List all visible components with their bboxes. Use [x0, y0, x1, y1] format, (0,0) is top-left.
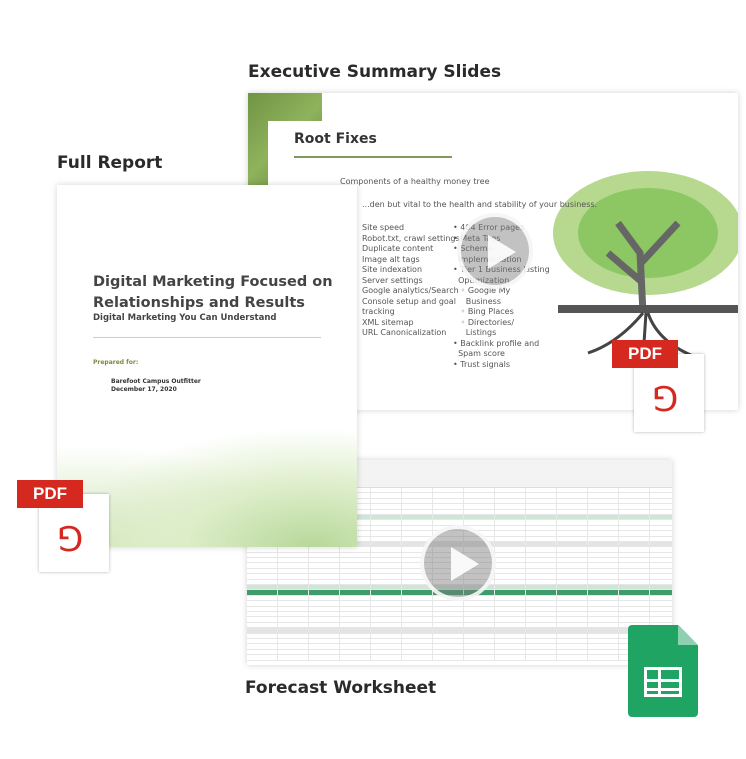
- money-tree-icon: [553, 171, 738, 360]
- sheet-row: [247, 601, 672, 607]
- slide-right-item: Business: [453, 296, 501, 306]
- slide-right-item: • Trust signals: [453, 359, 511, 369]
- report-divider: [93, 337, 321, 338]
- sheet-row: [247, 633, 672, 639]
- sheet-row: [247, 638, 672, 645]
- sheet-row: [247, 606, 672, 612]
- slide-subtitle: Components of a healthy money tree: [340, 177, 490, 186]
- slides-preview[interactable]: Root Fixes Components of a healthy money…: [248, 93, 738, 410]
- slide-right-item: Listings: [453, 328, 497, 337]
- prepared-label: Prepared for:: [93, 359, 139, 366]
- sheet-row: [247, 649, 672, 656]
- slide-left-item: tracking: [362, 307, 395, 316]
- caption-worksheet: Forecast Worksheet: [245, 678, 437, 698]
- sheet-row: [247, 493, 672, 499]
- caption-report: Full Report: [57, 153, 163, 173]
- slide-left-item: Robot.txt, crawl settings: [362, 233, 460, 243]
- sheet-row: [247, 628, 672, 634]
- report-subtitle: Digital Marketing You Can Understand: [93, 313, 277, 323]
- worksheet-preview[interactable]: [247, 460, 672, 665]
- sheet-row: [247, 611, 672, 618]
- sheet-row: [247, 644, 672, 650]
- slide-right-item: • Backlink profile and: [453, 338, 540, 348]
- sheet-row: [247, 509, 672, 515]
- slide-left-item: Image alt tags: [362, 254, 420, 264]
- pdf-icon-slides: PDF⅁: [612, 340, 706, 432]
- play-button-slides[interactable]: [457, 213, 533, 289]
- slide-left-item: URL Canonicalization: [362, 328, 447, 337]
- slide-left-item: Duplicate content: [362, 244, 434, 253]
- play-button-worksheet[interactable]: [420, 525, 496, 601]
- sheet-row: [247, 622, 672, 629]
- slide-intro: ...den but vital to the health and stabi…: [362, 200, 598, 209]
- sheet-row: [247, 488, 672, 494]
- slide-left-item: Google analytics/Search: [362, 286, 459, 295]
- slide-right-item: ◦ Google My: [453, 286, 511, 295]
- sheet-row: [247, 514, 672, 521]
- slide-title: Root Fixes: [294, 131, 377, 147]
- sheet-row: [247, 498, 672, 505]
- sheet-row: [247, 617, 672, 623]
- slide-right-item: ◦ Bing Places: [453, 307, 514, 316]
- slide-right-item: Spam score: [453, 349, 505, 358]
- caption-slides: Executive Summary Slides: [248, 62, 502, 82]
- slide-left-item: Console setup and goal: [362, 296, 456, 306]
- google-sheets-icon: [628, 625, 698, 717]
- slide-left-item: Server settings: [362, 275, 423, 285]
- slide-left-item: XML sitemap: [362, 317, 414, 327]
- slide-left-item: Site indexation: [362, 265, 423, 274]
- slide-left-item: Site speed: [362, 223, 405, 232]
- slide-divider: [294, 156, 452, 158]
- sheet-row: [247, 504, 672, 510]
- slide-right-item: ◦ Directories/: [453, 317, 515, 327]
- pdf-icon-report: PDF⅁: [17, 480, 111, 572]
- sheet-row: [247, 655, 672, 661]
